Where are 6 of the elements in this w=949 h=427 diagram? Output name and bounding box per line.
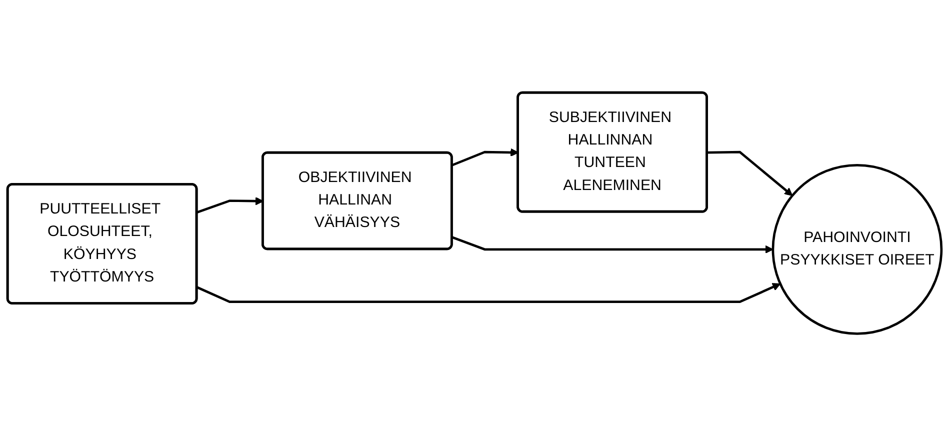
- arrow: [452, 148, 519, 167]
- node-circle: PAHOINVOINTI PSYYKKISET OIREET: [772, 164, 943, 336]
- arrow: [196, 197, 264, 214]
- arrow: [707, 151, 793, 196]
- arrow: [452, 236, 774, 254]
- arrow: [196, 283, 781, 304]
